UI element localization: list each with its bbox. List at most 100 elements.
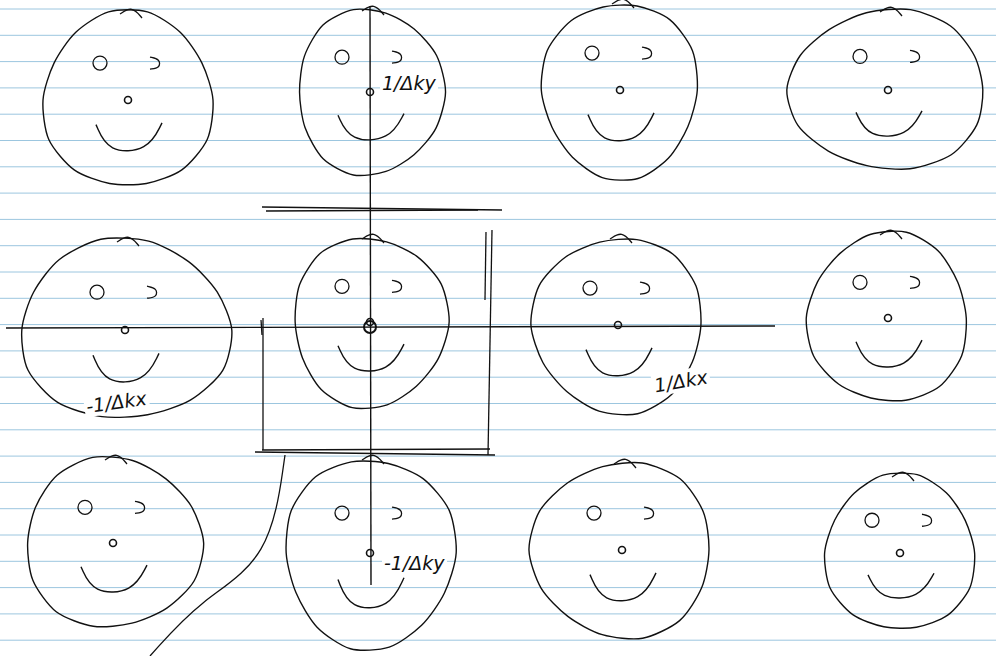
eye: [853, 275, 867, 289]
hair-curl: [362, 6, 384, 15]
fov-box: [488, 230, 492, 455]
smiley-face: [825, 472, 975, 628]
smile: [586, 348, 652, 376]
hair-curl: [362, 234, 384, 243]
ruled-line: [0, 114, 996, 115]
fov-box: [266, 210, 478, 211]
eye: [335, 279, 349, 293]
eye: [865, 513, 879, 527]
ruled-line: [0, 587, 996, 588]
hair-curl: [105, 455, 127, 464]
eye: [150, 57, 160, 69]
smile: [856, 111, 922, 136]
eye: [853, 49, 867, 63]
smiley-face: [787, 7, 983, 169]
fov-box: [485, 232, 486, 300]
hair-curl: [610, 234, 632, 243]
eye: [78, 500, 92, 514]
eye: [392, 51, 402, 63]
eye: [392, 280, 402, 292]
eye: [335, 506, 349, 520]
nose-dot: [617, 87, 624, 94]
eye: [90, 285, 104, 299]
eye: [910, 276, 920, 288]
hair-curl: [120, 9, 142, 18]
leader-line: [150, 455, 285, 656]
eye: [147, 286, 157, 298]
nose-dot: [619, 547, 626, 554]
nose-dot: [125, 97, 132, 104]
smiley-face: [806, 230, 966, 401]
nose-dot: [615, 322, 622, 329]
kx-axis: [6, 326, 775, 328]
ruled-line: [0, 377, 996, 378]
eye: [642, 47, 652, 59]
smiley-face: [28, 455, 204, 627]
fov-box: [255, 452, 495, 455]
smiley-face: [300, 6, 446, 175]
ruled-line: [0, 166, 996, 167]
smile: [856, 340, 922, 367]
eye: [910, 50, 920, 62]
smile: [81, 565, 147, 592]
ruled-line: [0, 245, 996, 246]
ruled-line: [0, 482, 996, 483]
smile: [588, 113, 654, 141]
eye: [644, 507, 654, 519]
eye: [93, 56, 107, 70]
ruled-line: [0, 350, 996, 351]
axis-label: 1/Δkx: [651, 365, 712, 397]
smile: [93, 353, 159, 382]
ruled-line: [0, 535, 996, 536]
eye: [135, 501, 145, 513]
face-outline: [787, 9, 983, 169]
fov-box: [261, 320, 262, 335]
axis-label: 1/Δky: [380, 72, 438, 94]
eye: [583, 281, 597, 295]
hair-curl: [892, 472, 914, 481]
ruled-line: [0, 9, 996, 10]
ruled-line: [0, 508, 996, 509]
ruled-line: [0, 35, 996, 36]
face-outline: [529, 463, 709, 639]
hair-curl: [880, 7, 902, 16]
eye: [585, 46, 599, 60]
eye: [640, 282, 650, 294]
smiley-face: [529, 459, 709, 639]
eye: [335, 50, 349, 64]
smiley-face: [541, 0, 697, 180]
ruled-line: [0, 613, 996, 614]
hair-curl: [612, 0, 634, 8]
hair-curl: [880, 230, 902, 239]
face-outline: [541, 5, 697, 180]
ruled-line: [0, 640, 996, 641]
eye: [922, 514, 932, 526]
fov-box: [262, 318, 263, 450]
face-outline: [806, 231, 966, 401]
hair-curl: [362, 455, 384, 464]
hair-curl: [117, 237, 139, 246]
ruled-line: [0, 403, 996, 404]
smile: [590, 573, 656, 601]
smile: [868, 573, 934, 598]
eye: [392, 507, 402, 519]
ruled-line: [0, 61, 996, 62]
axis-label: -1/Δkx: [83, 387, 150, 418]
nose-dot: [885, 87, 892, 94]
ruled-line: [0, 219, 996, 220]
ruled-line: [0, 140, 996, 141]
axis-label: -1/Δky: [382, 552, 447, 574]
smiley-face: [295, 234, 449, 408]
smile: [96, 123, 162, 151]
smile: [338, 114, 404, 140]
nose-dot: [367, 550, 374, 557]
origin-dot: [364, 321, 376, 333]
ruled-line: [0, 324, 996, 325]
ruled-line: [0, 456, 996, 457]
ruled-line: [0, 561, 996, 562]
hair-curl: [614, 459, 636, 468]
face-outline: [295, 239, 449, 409]
nose-dot: [110, 540, 117, 547]
